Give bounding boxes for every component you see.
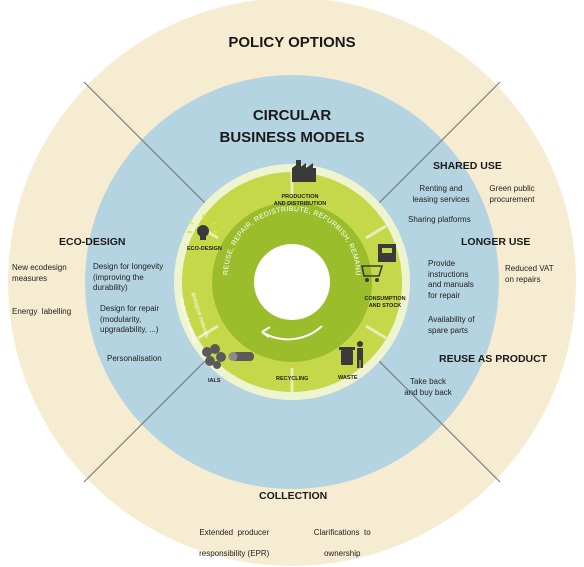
reuse-business-a: Take back [409,377,447,386]
stage-raw-materials: IALS [208,378,221,384]
eco-design-business-1a: Design for longevity [93,262,164,271]
longer-use-business-2a: Availability of [428,315,475,324]
center-core [254,244,330,320]
longer-use-business-1a: Provide [428,259,456,268]
longer-use-policy-a: Reduced VAT [505,264,554,273]
stage-consumption-line1: CONSUMPTION [364,296,406,302]
stage-recycling: RECYCLING [276,376,309,382]
longer-use-business-2b: spare parts [428,325,469,335]
longer-use-business-1: Provide instructions and manuals for rep… [428,259,474,301]
reuse-heading: REUSE AS PRODUCT [439,353,548,365]
eco-design-business-2: Design for repair (modularity, upgradabi… [100,304,159,336]
shared-use-policy-b: procurement [489,194,535,204]
factory-icon [292,160,316,182]
shared-use-business-1b: leasing services [412,194,470,204]
eco-design-business-1: Design for longevity (improving the dura… [93,262,163,294]
trash-bin-icon [339,341,363,368]
collection-policy-1a: Extended producer [199,527,270,537]
eco-design-business-2c: upgradability, ...) [100,325,159,334]
collection-heading: COLLECTION [259,490,328,502]
longer-use-heading: LONGER USE [461,236,531,248]
collection-policy-2b: ownership [323,548,361,558]
eco-design-policy-1b: measures [12,273,48,283]
stage-production-line1: PRODUCTION [281,194,319,200]
collection-policy-2a: Clarifications to [313,527,371,537]
eco-design-policy-1a: New ecodesign [12,263,67,272]
eco-design-heading: ECO-DESIGN [59,236,126,248]
shared-use-business-1: Renting and leasing services [408,184,474,205]
eco-design-business-2a: Design for repair [100,304,160,313]
longer-use-business-1b: instructions [428,269,469,279]
shared-use-business-1a: Renting and [419,184,463,193]
quadrant-dividers [83,81,501,483]
shared-use-business-2: Sharing platforms [408,215,471,224]
eco-design-business-3: Personalisation [107,354,162,363]
eco-design-policy-2: Energy labelling [12,307,72,316]
longer-use-policy-b: on repairs [505,274,541,284]
business-models-title-line2: BUSINESS MODELS [219,129,365,146]
stage-waste: WASTE [338,375,358,381]
business-models-title-line1: CIRCULAR [252,107,332,124]
longer-use-business-2: Availability of spare parts [428,315,475,336]
collection-policy-1b: responsibility (EPR) [199,548,270,558]
logs-icon [202,344,254,369]
longer-use-business-1d: for repair [428,290,461,300]
circular-arrow-icon [261,325,323,341]
stage-consumption-line2: AND STOCK [368,303,402,309]
collection-policy-2: Clarifications to ownership [300,517,380,559]
eco-design-policy-1: New ecodesign measures [12,263,67,284]
eco-design-business-2b: (modularity, [100,314,142,324]
longer-use-policy: Reduced VAT on repairs [505,264,554,285]
reuse-business: Take back and buy back [398,377,458,398]
eco-design-business-1b: (improving the [93,272,144,282]
collection-policy-1: Extended producer responsibility (EPR) [184,517,280,559]
shopping-cart-icon [361,244,396,282]
reuse-business-b: and buy back [404,387,452,397]
shared-use-policy: Green public procurement [484,184,540,205]
shared-use-policy-a: Green public [489,184,535,193]
stage-production-line2: AND DISTRIBUTION [273,201,327,207]
stage-eco-design: ECO-DESIGN [187,246,222,252]
eco-design-business-1c: durability) [93,283,128,292]
policy-options-title: POLICY OPTIONS [228,34,356,51]
shared-use-heading: SHARED USE [433,160,502,172]
longer-use-business-1c: and manuals [428,280,474,289]
lightbulb-icon [187,214,219,240]
